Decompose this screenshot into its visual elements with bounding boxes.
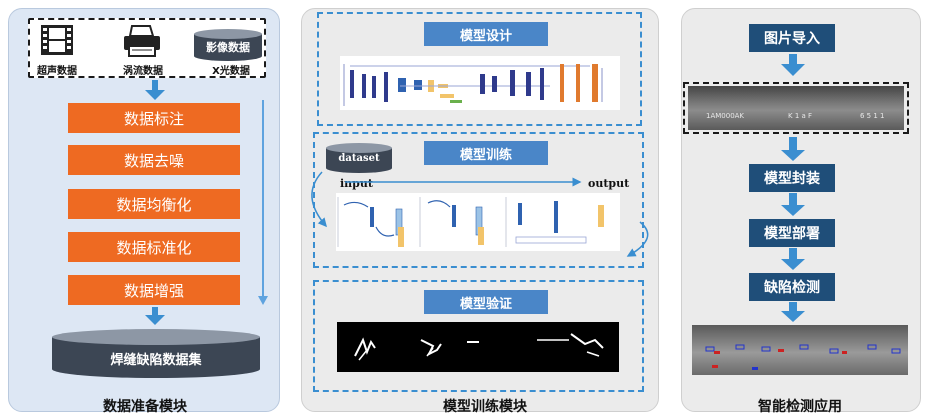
xray-text-right: 6 5 1 1 <box>860 112 885 120</box>
training-title: 模型训练模块 <box>443 399 527 415</box>
weld-dataset-cylinder <box>50 328 262 380</box>
step-denoise: 数据去噪 <box>68 145 240 175</box>
dataset-cylinder-icon <box>324 142 394 174</box>
step-normalize: 数据标准化 <box>68 232 240 262</box>
output-label: output <box>588 177 630 190</box>
app-step-deploy: 模型部署 <box>749 219 835 247</box>
data-prep-title: 数据准备模块 <box>103 399 187 415</box>
app-step-import: 图片导入 <box>749 24 835 52</box>
source-label-eddy: 涡流数据 <box>123 66 163 77</box>
application-title: 智能检测应用 <box>758 399 842 415</box>
app-step-detect: 缺陷检测 <box>749 273 835 301</box>
train-title: 模型训练 <box>424 141 548 165</box>
step-balance: 数据均衡化 <box>68 189 240 219</box>
app-step-package: 模型封装 <box>749 164 835 192</box>
database-cylinder-text: 影像数据 <box>206 41 250 54</box>
design-title: 模型设计 <box>424 22 548 46</box>
step-annotation: 数据标注 <box>68 103 240 133</box>
validation-mask-image <box>337 322 619 372</box>
training-diagram-image <box>336 193 620 251</box>
xray-input-image: 1AM000AK K 1 a F 6 5 1 1 <box>688 86 904 130</box>
detection-result-image <box>692 325 908 375</box>
weld-dataset-label: 焊缝缺陷数据集 <box>110 353 202 368</box>
validate-section <box>313 280 644 392</box>
xray-text-mid: K 1 a F <box>788 112 813 120</box>
printer-icon <box>122 24 162 58</box>
dataset-label: dataset <box>338 153 380 164</box>
database-icon <box>192 28 264 62</box>
step-augment: 数据增强 <box>68 275 240 305</box>
source-label-ultrasound: 超声数据 <box>37 66 77 77</box>
source-label-xray: X光数据 <box>212 66 250 77</box>
design-section <box>317 12 642 126</box>
xray-input-frame <box>683 82 909 134</box>
film-icon <box>40 24 74 56</box>
xray-text-left: 1AM000AK <box>706 112 745 120</box>
input-label: input <box>340 177 373 190</box>
network-architecture-image <box>340 56 620 110</box>
validate-title: 模型验证 <box>424 290 548 314</box>
